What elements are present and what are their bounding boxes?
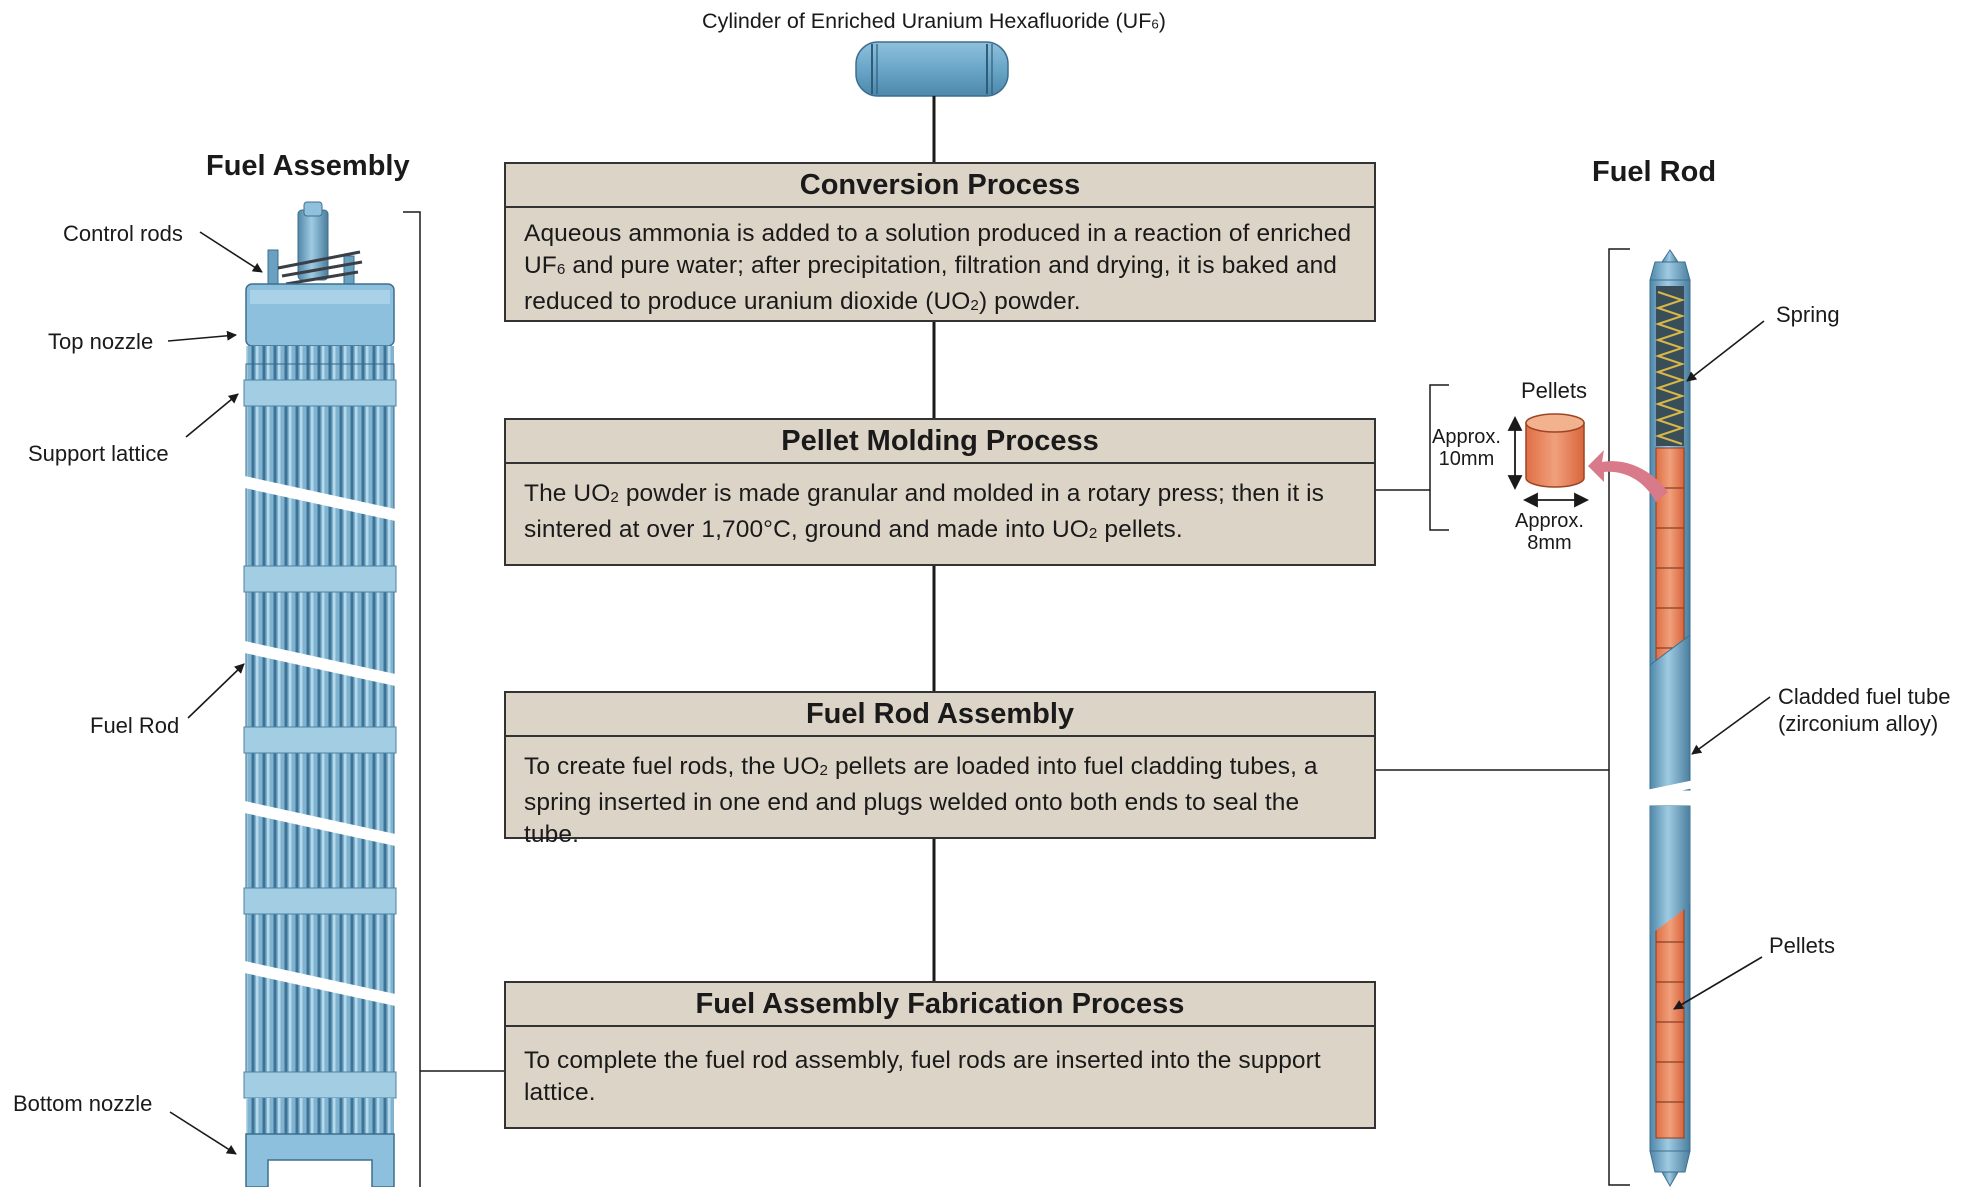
- label-cladded-line2: (zirconium alloy): [1778, 711, 1939, 736]
- process-description: The UO2 powder is made granular and mold…: [506, 464, 1374, 550]
- label-fuel-rod: Fuel Rod: [90, 713, 180, 738]
- process-subscript: 2: [1088, 524, 1098, 542]
- process-subscript: 2: [819, 761, 829, 779]
- fuel-rod-title: Fuel Rod: [1592, 156, 1717, 188]
- process-text: ) powder.: [978, 287, 1081, 315]
- pellet-detail-bracket: [1376, 384, 1449, 531]
- uf6-cylinder-icon: [855, 41, 1009, 97]
- process-description: To create fuel rods, the UO2 pellets are…: [506, 737, 1374, 851]
- process-box-fuel-assembly-fabrication: Fuel Assembly Fabrication Process To com…: [504, 981, 1376, 1129]
- uf6-label-subscript: 6: [1151, 16, 1159, 32]
- process-title: Pellet Molding Process: [506, 420, 1374, 464]
- label-support-lattice: Support lattice: [28, 441, 169, 466]
- process-text: Aqueous ammonia is added to a solution p…: [524, 220, 1352, 279]
- pellet-width-line1: Approx.: [1515, 510, 1584, 532]
- fuel-rod-bracket: [1376, 248, 1630, 1186]
- label-top-nozzle: Top nozzle: [48, 329, 154, 354]
- process-subscript: 2: [970, 296, 979, 314]
- process-subscript: 6: [556, 260, 566, 278]
- process-title: Fuel Rod Assembly: [506, 693, 1374, 737]
- label-rod-pellets: Pellets: [1769, 933, 1836, 958]
- process-title: Fuel Assembly Fabrication Process: [506, 983, 1374, 1027]
- label-cladded-fuel-tube: Cladded fuel tube (zirconium alloy): [1778, 683, 1950, 737]
- process-subscript: 2: [610, 488, 619, 506]
- fuel-assembly-title: Fuel Assembly: [206, 150, 410, 182]
- label-cladded-line1: Cladded fuel tube: [1778, 684, 1951, 709]
- label-spring: Spring: [1776, 302, 1840, 327]
- fuel-assembly-bracket: [403, 211, 504, 1187]
- label-control-rods: Control rods: [63, 221, 183, 246]
- process-box-conversion: Conversion Process Aqueous ammonia is ad…: [504, 162, 1376, 322]
- fuel-assembly-illustration: [240, 201, 400, 1187]
- process-description: To complete the fuel rod assembly, fuel …: [506, 1027, 1374, 1109]
- label-bottom-nozzle: Bottom nozzle: [13, 1091, 153, 1116]
- spring-coil: [1654, 291, 1686, 445]
- process-box-pellet-molding: Pellet Molding Process The UO2 powder is…: [504, 418, 1376, 566]
- pellet-dimension-arrows: [1507, 415, 1590, 508]
- fuel-assembly-leaders: [167, 231, 263, 1155]
- pellet-height-line2: 10mm: [1438, 448, 1495, 470]
- pellet-height-line1: Approx.: [1432, 426, 1501, 448]
- process-title: Conversion Process: [506, 164, 1374, 208]
- process-description: Aqueous ammonia is added to a solution p…: [506, 208, 1374, 322]
- fuel-rod-leaders: [1673, 320, 1771, 1010]
- pellet-source-arrow-icon: [1588, 450, 1668, 502]
- uf6-label-suffix: ): [1158, 9, 1166, 33]
- fuel-rod-illustration: [1646, 249, 1694, 1187]
- process-text: powder is made granular and molded in a …: [524, 480, 1325, 543]
- uf6-cylinder-label: Cylinder of Enriched Uranium Hexafluorid…: [0, 9, 1868, 34]
- pellet-icon: [1525, 413, 1585, 488]
- process-text: pellets.: [1097, 515, 1183, 543]
- label-pellet-detail: Pellets: [1521, 378, 1588, 403]
- pellet-width-line2: 8mm: [1527, 532, 1572, 554]
- process-text: To complete the fuel rod assembly, fuel …: [524, 1047, 1321, 1106]
- process-box-fuel-rod-assembly: Fuel Rod Assembly To create fuel rods, t…: [504, 691, 1376, 848]
- uf6-label-text: Cylinder of Enriched Uranium Hexafluorid…: [702, 9, 1152, 33]
- label-pellet-width: Approx. 8mm: [1515, 510, 1584, 554]
- process-text: The UO: [524, 480, 611, 507]
- process-text: and pure water; after precipitation, fil…: [524, 252, 1338, 315]
- process-text: pellets are loaded into fuel cladding tu…: [524, 753, 1318, 848]
- process-text: To create fuel rods, the UO: [524, 753, 820, 780]
- label-pellet-height: Approx. 10mm: [1432, 426, 1501, 470]
